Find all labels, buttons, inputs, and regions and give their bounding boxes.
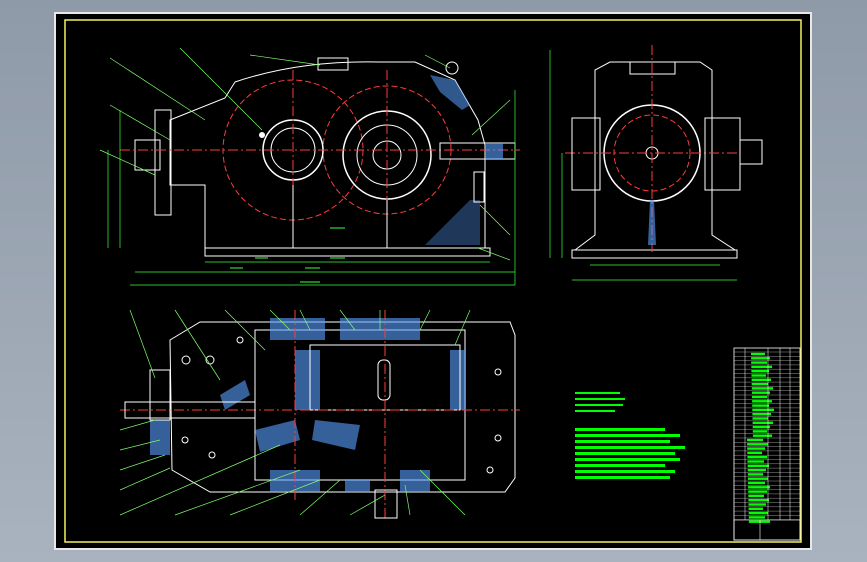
plan-coupling — [149, 369, 171, 421]
side-housing-outline — [573, 61, 737, 251]
parts-row-text — [747, 477, 768, 480]
parts-row-text — [748, 507, 763, 510]
housing-section-hatch — [430, 75, 470, 110]
parts-row-text — [752, 395, 767, 399]
front-dim-marks — [230, 227, 345, 283]
parts-row-text — [752, 408, 774, 412]
parts-row-text — [747, 443, 768, 446]
parts-row-text — [751, 374, 766, 377]
side-shaft-right — [704, 117, 741, 191]
parts-row-text — [752, 434, 772, 437]
parts-row-text — [752, 404, 769, 407]
plan-section — [119, 309, 520, 520]
parts-row-text — [747, 473, 763, 476]
oil-gauge-icon — [473, 171, 485, 203]
oil-dipstick — [648, 200, 656, 245]
plan-leaders — [119, 309, 471, 516]
parts-row-text — [748, 520, 770, 523]
flange-plate — [154, 109, 172, 216]
parts-row-text — [751, 378, 771, 381]
parts-row-text — [751, 391, 770, 394]
parts-list-cols — [744, 348, 791, 520]
input-coupling — [134, 139, 161, 171]
parts-row-text — [747, 447, 765, 450]
side-shaft-left — [571, 117, 601, 191]
plan-output-shaft — [374, 489, 398, 519]
parts-row-text — [747, 456, 767, 459]
parts-row-text — [747, 464, 769, 467]
parts-row-text — [751, 387, 773, 390]
parts-row-text — [751, 365, 772, 369]
parts-row-text — [748, 503, 766, 506]
side-base — [571, 249, 738, 259]
parts-row-text — [748, 481, 765, 485]
base-flange — [204, 247, 491, 257]
title-block-footer — [733, 519, 801, 541]
title-block — [733, 347, 801, 541]
parts-row-text — [752, 421, 773, 424]
parts-row-text — [752, 413, 771, 416]
parts-row-text — [751, 352, 765, 356]
parts-row-text — [748, 486, 770, 489]
parts-row-text — [751, 370, 769, 373]
plan-gear-slot — [377, 359, 391, 401]
parts-row-text — [752, 400, 772, 403]
drawing-frame — [64, 19, 802, 543]
notes-block-2 — [575, 428, 685, 479]
side-top-cap — [629, 61, 676, 75]
front-elevation — [99, 47, 520, 286]
parts-row-text — [752, 417, 768, 420]
housing-outline — [169, 61, 486, 249]
notes-block-1 — [575, 392, 625, 412]
breather-cap — [317, 57, 349, 71]
output-shaft-hatch — [485, 143, 503, 159]
plan-bolt-holes — [181, 336, 502, 474]
parts-row-text — [748, 494, 764, 498]
parts-row-text — [751, 357, 770, 360]
parts-row-text — [752, 425, 770, 429]
parts-row-text — [751, 382, 768, 386]
parts-row-text — [747, 438, 763, 442]
parts-row-text — [748, 499, 769, 502]
parts-row-text — [748, 511, 768, 515]
lifting-eye-icon — [445, 61, 459, 75]
parts-row-text — [751, 361, 767, 364]
parts-row-text — [748, 490, 767, 493]
drawing-sheet — [54, 12, 812, 550]
bolt-head — [259, 132, 265, 138]
parts-row-text — [747, 460, 764, 463]
parts-row-text — [747, 451, 762, 455]
oil-sump-hatch — [425, 200, 480, 245]
parts-row-text — [748, 516, 765, 519]
parts-row-text — [752, 430, 767, 433]
front-leaders — [99, 47, 511, 261]
plan-input-shaft — [124, 401, 256, 419]
technical-notes — [575, 392, 685, 479]
parts-row-text — [747, 468, 766, 472]
side-elevation — [549, 45, 763, 281]
